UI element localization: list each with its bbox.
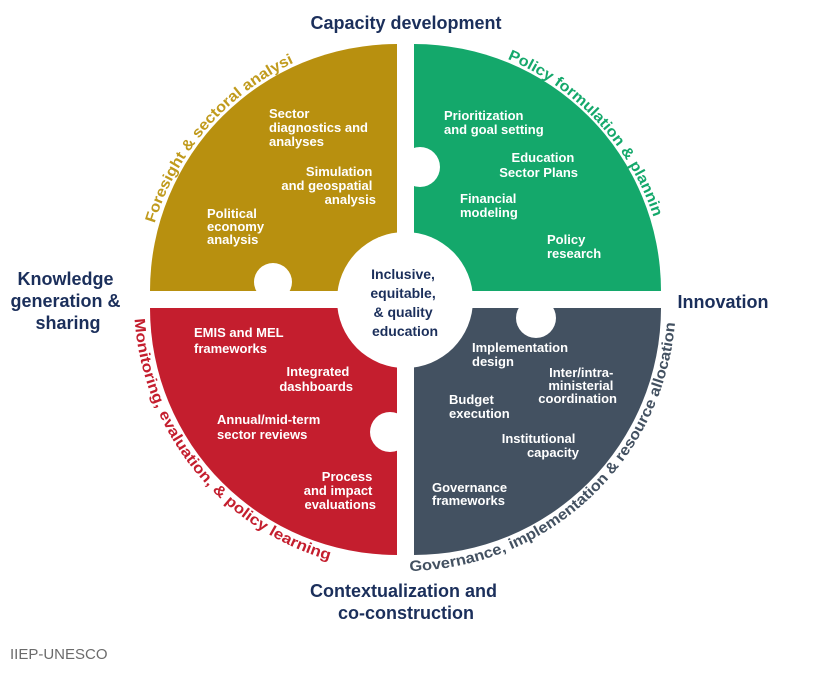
puzzle-notch [516, 298, 556, 338]
item-integrated-dashboards: Integrated dashboards [279, 364, 353, 394]
item-process-impact-evaluations: Process and impact evaluations [304, 469, 376, 512]
item-implementation-design: Implementation design [472, 340, 572, 369]
label-innovation: Innovation [678, 292, 769, 312]
item-political-economy: Political economy analysis [207, 206, 268, 247]
item-emis-mel: EMIS and MEL frameworks [194, 325, 287, 356]
item-sector-reviews: Annual/mid-term sector reviews [217, 412, 324, 442]
item-budget-execution: Budget execution [449, 392, 510, 421]
item-education-sector-plans: Education Sector Plans [499, 150, 578, 180]
item-governance-frameworks: Governance frameworks [432, 480, 511, 508]
item-prioritization: Prioritization and goal setting [444, 108, 544, 137]
puzzle-notch [254, 263, 292, 301]
quadrant-foresight [150, 44, 397, 291]
center-circle [337, 232, 473, 368]
item-policy-research: Policy research [547, 232, 601, 261]
quadrant-governance [414, 308, 661, 555]
puzzle-notch [400, 147, 440, 187]
item-simulation: Simulation and geospatial analysis [281, 164, 376, 207]
item-sector-diagnostics: Sector diagnostics and analyses [269, 106, 372, 149]
quadrant-policy [414, 44, 661, 291]
item-financial-modeling: Financial modeling [460, 191, 520, 220]
label-knowledge-generation: Knowledge generation & sharing [10, 269, 125, 333]
label-capacity-development: Capacity development [310, 13, 501, 33]
label-contextualization: Contextualization and co-construction [310, 581, 502, 623]
item-institutional-capacity: Institutional capacity [502, 431, 580, 460]
item-inter-ministerial-coordination: Inter/intra- ministerial coordination [538, 365, 617, 406]
center-label: Inclusive, equitable, & quality educatio… [370, 266, 439, 339]
image-credit: IIEP-UNESCO [10, 646, 108, 663]
quadrant-monitoring [150, 308, 397, 555]
puzzle-notch [370, 412, 410, 452]
